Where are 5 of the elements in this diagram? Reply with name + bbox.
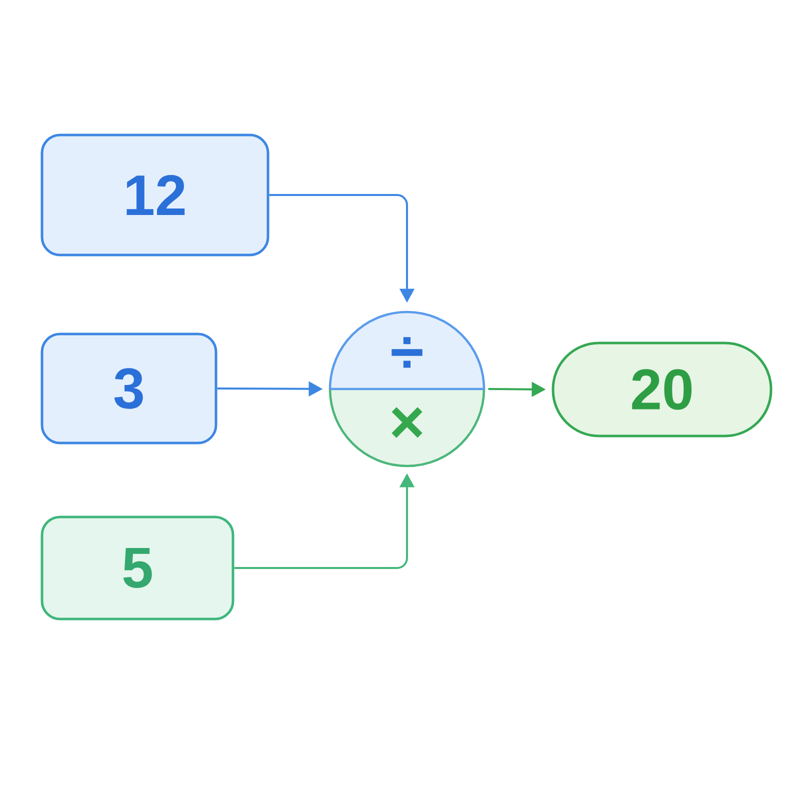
value-box: 5 [40,516,234,620]
operator-sign: × [392,407,422,438]
value-box: 12 [40,134,270,256]
value-box: 3 [40,332,218,444]
result-box: 20 [552,342,772,438]
